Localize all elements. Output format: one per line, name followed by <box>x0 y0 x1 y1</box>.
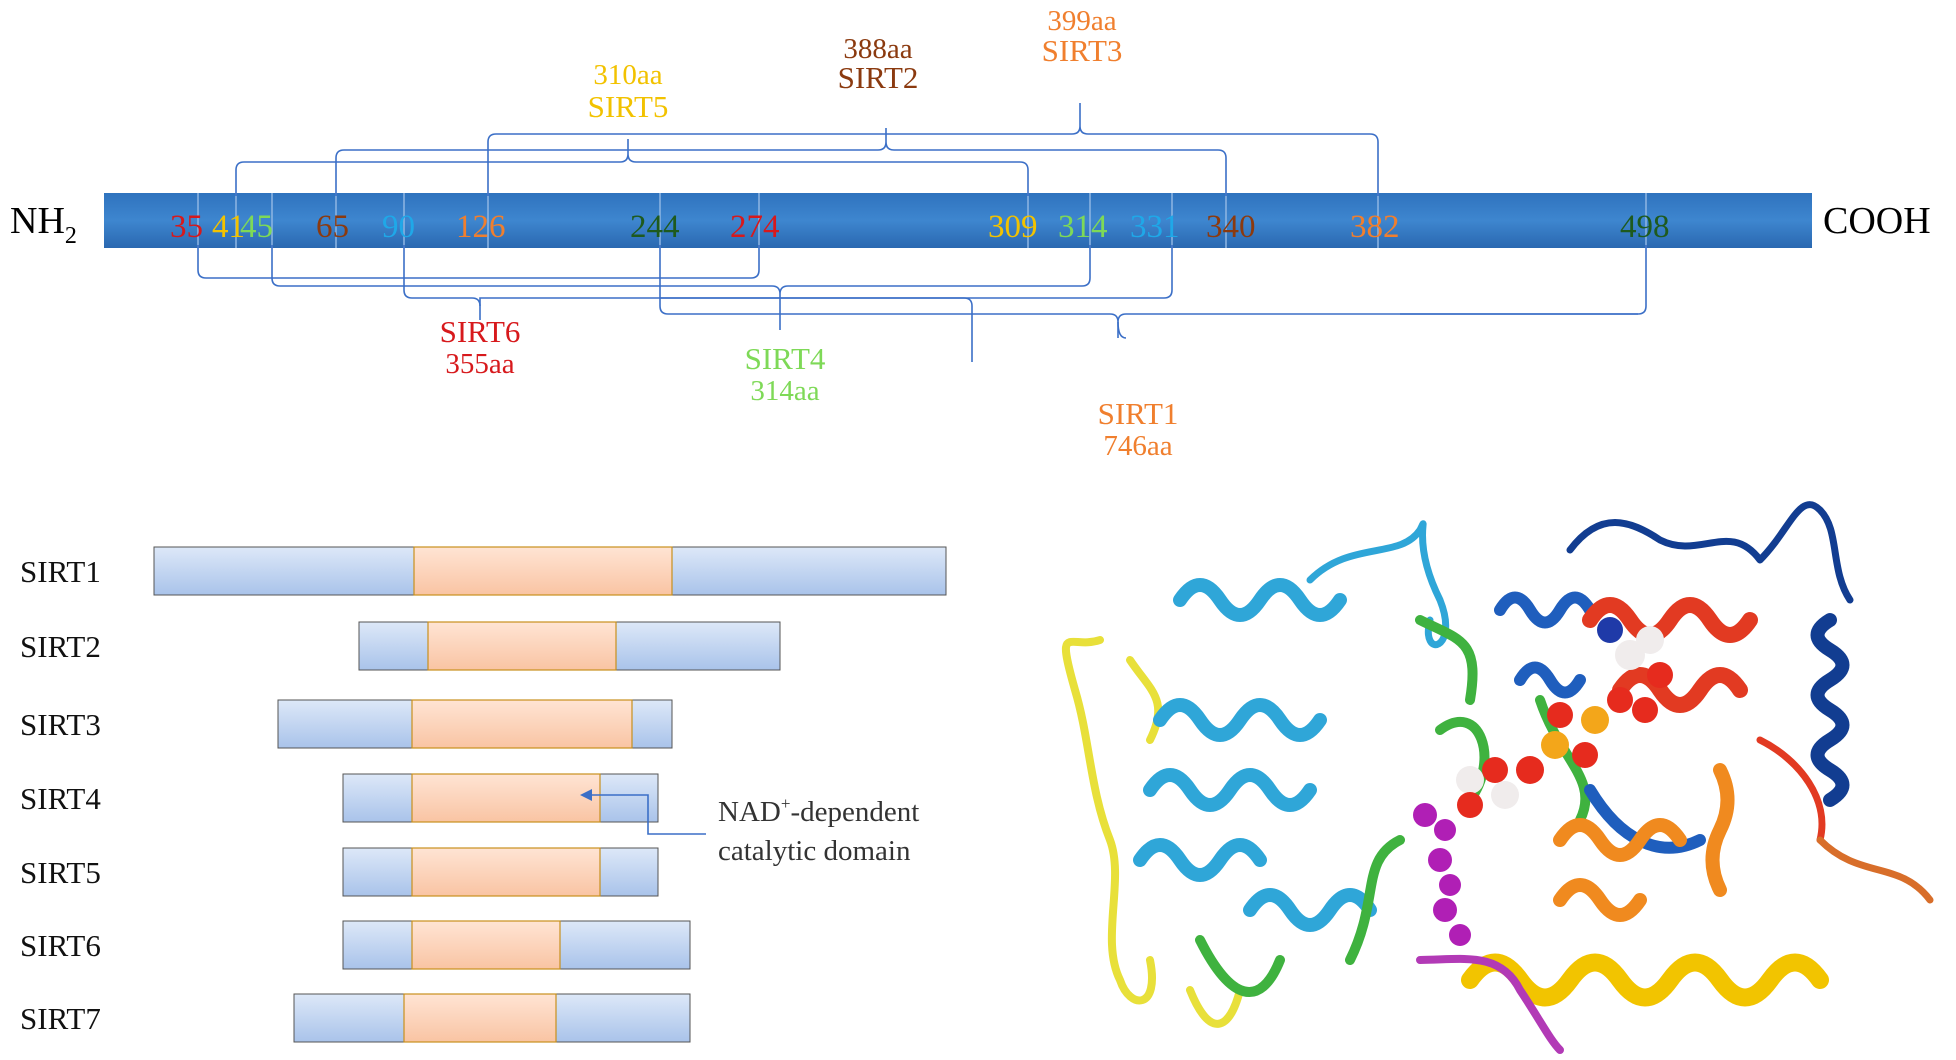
position-label: 309 <box>988 209 1038 245</box>
position-label: 35 <box>170 209 203 245</box>
catalytic-domain-bar <box>413 546 673 596</box>
domain-row-label: SIRT7 <box>20 1001 101 1036</box>
c-terminus-label: COOH <box>1823 200 1931 242</box>
bracket-sirt3 <box>487 103 1379 196</box>
sirt-length-label: 355aa <box>445 348 514 380</box>
domain-row: SIRT2 <box>20 621 781 671</box>
bracket-sirt4-outer <box>900 245 1173 299</box>
bracket-sirt1 <box>659 245 1647 338</box>
position-label: 65 <box>316 209 349 245</box>
position-label: 331 <box>1130 209 1180 245</box>
callout-line-2: catalytic domain <box>718 835 911 867</box>
sirt-length-label: 310aa <box>593 59 662 91</box>
bracket-sirt2 <box>335 128 1227 196</box>
sirt-name-label: SIRT3 <box>1042 33 1123 68</box>
position-label: 90 <box>382 209 415 245</box>
catalytic-domain-bar <box>411 699 633 749</box>
sirt-length-label: 399aa <box>1047 5 1116 37</box>
domain-row: SIRT5 <box>20 847 659 897</box>
sirt-name-label: SIRT2 <box>838 60 919 95</box>
bracket-lines <box>197 103 1647 362</box>
bracket-sirt1-drop <box>1117 321 1127 339</box>
bracket-sirt5 <box>235 139 1029 196</box>
catalytic-domain-callout: NAD+-dependent catalytic domain <box>580 789 919 867</box>
catalytic-domain-bar <box>411 773 601 823</box>
sirt-name-label: SIRT5 <box>588 89 669 124</box>
sirt-name-label: SIRT4 <box>745 341 826 376</box>
domain-row-label: SIRT3 <box>20 707 101 742</box>
domain-row-label: SIRT5 <box>20 855 101 890</box>
domain-row-label: SIRT4 <box>20 781 101 816</box>
domain-row-label: SIRT2 <box>20 629 101 664</box>
sirt-name-label: SIRT1 <box>1098 396 1179 431</box>
domain-row: SIRT4 <box>20 773 659 823</box>
bracket-sirt6-inner2 <box>479 297 900 306</box>
catalytic-domain-bar <box>411 920 561 970</box>
sirt-length-label: 314aa <box>750 375 819 407</box>
bracket-sirt4 <box>271 245 1091 330</box>
sirt-name-label: SIRT6 <box>440 314 521 349</box>
catalytic-domain-bar <box>411 847 601 897</box>
position-label: 498 <box>1620 209 1670 245</box>
position-label: 126 <box>456 209 506 245</box>
position-label: 340 <box>1206 209 1256 245</box>
bracket-sirt6-inner <box>403 245 481 320</box>
sirt-length-label: 746aa <box>1103 430 1172 462</box>
position-label: 41 <box>212 209 245 245</box>
catalytic-domain-bar <box>403 993 557 1043</box>
domain-row: SIRT3 <box>20 699 673 749</box>
callout-line-1: NAD+-dependent <box>718 794 919 828</box>
protein-3d-structure-image <box>1061 501 1934 1054</box>
domain-row: SIRT7 <box>20 993 691 1043</box>
domain-row-label: SIRT6 <box>20 928 101 963</box>
callout-arrow <box>590 794 706 835</box>
domain-row-label: SIRT1 <box>20 554 101 589</box>
catalytic-domain-bar <box>427 621 617 671</box>
position-label: 274 <box>730 209 780 245</box>
position-label: 244 <box>630 209 680 245</box>
protein-bar <box>104 193 1812 248</box>
sirt-length-label: 388aa <box>843 33 912 65</box>
n-terminus-label: NH2 <box>10 200 77 249</box>
bracket-sirt1-mid <box>660 297 973 362</box>
domain-row: SIRT1 <box>20 546 947 596</box>
arrow-head-icon <box>580 789 592 801</box>
position-label: 382 <box>1350 209 1400 245</box>
bracket-sirt6 <box>197 245 760 279</box>
position-label: 45 <box>240 209 273 245</box>
domain-row: SIRT6 <box>20 920 691 970</box>
position-label: 314 <box>1058 209 1108 245</box>
bar-ticks <box>197 193 1647 248</box>
